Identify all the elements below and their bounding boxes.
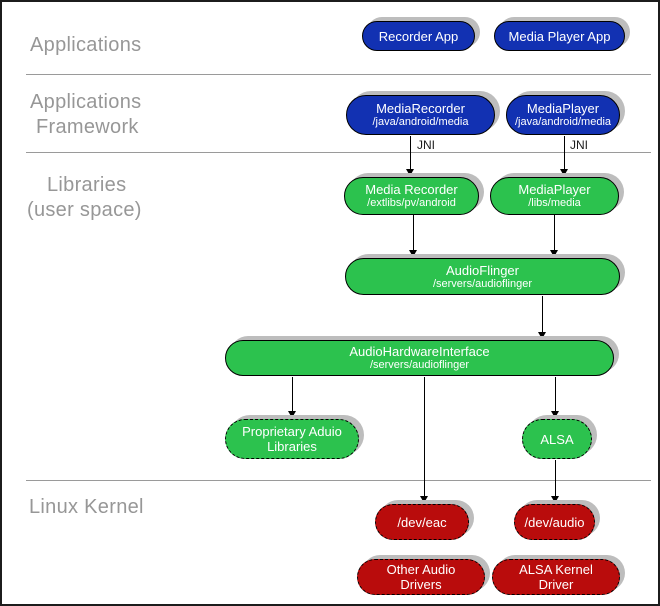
node-dev-audio: /dev/audio	[514, 504, 595, 540]
connector-recorder-to-audioflinger	[413, 215, 414, 251]
layer-label-line: Applications	[30, 91, 142, 113]
node-alsa: ALSA	[522, 419, 592, 459]
node-media-recorder-library: Media Recorder /extlibs/pv/android	[344, 177, 479, 215]
node-title: Other Audio Drivers	[386, 562, 456, 592]
node-path: /servers/audioflinger	[369, 359, 470, 371]
connector-audioflinger-to-ahi	[542, 296, 543, 333]
section-divider	[26, 152, 651, 153]
arrowhead-icon	[538, 332, 546, 339]
connector-alsa-to-dev-audio	[555, 460, 556, 497]
arrowhead-icon	[288, 411, 296, 418]
arrowhead-icon	[551, 496, 559, 503]
node-mediaplayer-library: MediaPlayer /libs/media	[490, 177, 619, 215]
arrowhead-icon	[406, 169, 414, 176]
layer-label-applications-framework: Applications Framework	[30, 90, 141, 140]
node-recorder-app: Recorder App	[362, 21, 475, 51]
connector-jni-recorder	[410, 136, 411, 170]
node-mediaplayer-framework: MediaPlayer /java/android/media	[506, 95, 620, 135]
node-title: Recorder App	[378, 28, 459, 44]
connector-ahi-to-proprietary	[292, 377, 293, 412]
layer-label-linux-kernel: Linux Kernel	[29, 496, 144, 518]
layer-label-libraries: Libraries (user space)	[27, 173, 142, 223]
arrowhead-icon	[560, 169, 568, 176]
node-path: /java/android/media	[372, 116, 469, 128]
arrowhead-icon	[409, 250, 417, 257]
node-title: /dev/eac	[397, 514, 447, 530]
connector-ahi-to-alsa	[555, 377, 556, 412]
node-title: MediaPlayer	[526, 101, 600, 116]
node-dev-eac: /dev/eac	[375, 504, 469, 540]
node-mediarecorder-framework: MediaRecorder /java/android/media	[346, 95, 495, 135]
layer-label-line: Libraries	[47, 174, 127, 196]
node-title: Media Player App	[508, 28, 611, 44]
jni-label: JNI	[570, 138, 588, 152]
node-title: /dev/audio	[524, 514, 585, 530]
node-path: /java/android/media	[515, 116, 612, 128]
node-title: Media Recorder	[365, 182, 458, 197]
node-media-player-app: Media Player App	[494, 21, 625, 51]
node-audioflinger: AudioFlinger /servers/audioflinger	[345, 258, 620, 295]
connector-ahi-to-dev-eac	[424, 377, 425, 497]
node-other-audio-drivers: Other Audio Drivers	[357, 559, 485, 595]
node-title: MediaRecorder	[376, 101, 465, 116]
section-divider	[26, 480, 651, 481]
node-title: MediaPlayer	[518, 182, 591, 197]
node-audiohardwareinterface: AudioHardwareInterface /servers/audiofli…	[225, 340, 614, 376]
node-path: /servers/audioflinger	[432, 277, 533, 290]
layer-label-line: Framework	[36, 116, 139, 138]
section-divider	[26, 74, 651, 75]
node-path: /extlibs/pv/android	[367, 197, 456, 209]
connector-jni-player	[564, 136, 565, 170]
node-title: AudioFlinger	[446, 262, 519, 278]
arrowhead-icon	[550, 250, 558, 257]
connector-player-to-audioflinger	[554, 215, 555, 251]
node-proprietary-audio-libraries: Proprietary Aduio Libraries	[225, 419, 359, 459]
node-title: ALSA Kernel Driver	[519, 562, 593, 592]
arrowhead-icon	[420, 496, 428, 503]
node-title: ALSA	[540, 431, 574, 447]
node-alsa-kernel-driver: ALSA Kernel Driver	[492, 559, 620, 595]
layer-label-applications: Applications	[30, 34, 142, 56]
node-path: /libs/media	[528, 197, 581, 209]
node-title: Proprietary Aduio Libraries	[242, 424, 342, 454]
layer-label-line: (user space)	[27, 199, 142, 221]
jni-label: JNI	[417, 138, 435, 152]
arrowhead-icon	[551, 411, 559, 418]
node-title: AudioHardwareInterface	[349, 344, 490, 359]
